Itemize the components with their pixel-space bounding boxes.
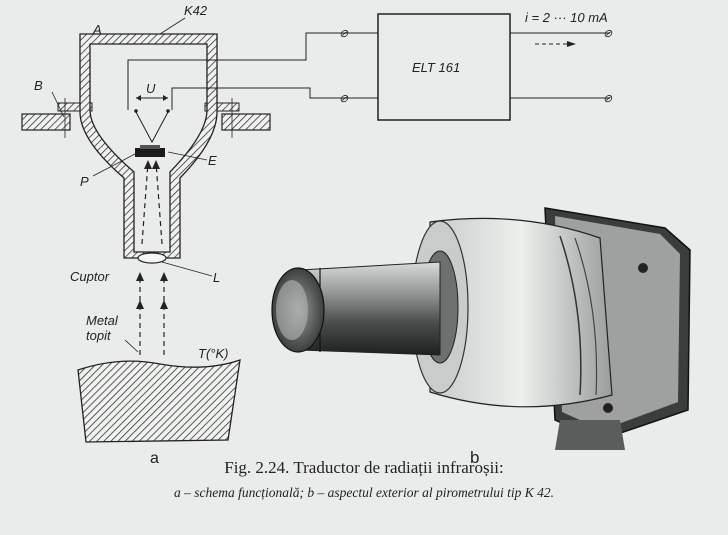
panel-label-a: a	[150, 450, 159, 467]
radiation-rays	[139, 161, 165, 355]
label-e: E	[208, 153, 217, 168]
pyrometer-photo	[271, 207, 691, 450]
label-elt161: ELT 161	[412, 60, 460, 75]
furnace-wall-left	[21, 113, 71, 131]
label-k42: K42	[184, 3, 208, 18]
label-topit: topit	[86, 328, 112, 343]
svg-text:⊘: ⊘	[603, 93, 613, 105]
figure-caption-subtitle: a – schema funcțională; b – aspectul ext…	[173, 485, 555, 500]
molten-metal-bath	[77, 359, 241, 443]
label-current: i = 2 ··· 10 mA	[525, 10, 608, 25]
main-body	[429, 217, 613, 408]
flange-left	[57, 102, 93, 112]
label-l: L	[213, 270, 220, 285]
label-cuptor: Cuptor	[70, 269, 110, 284]
svg-text:⊘: ⊘	[603, 28, 613, 40]
label-b: B	[34, 78, 43, 93]
lens-l	[137, 252, 167, 264]
label-u: U	[146, 81, 156, 96]
label-p: P	[80, 174, 89, 189]
svg-text:⊘: ⊘	[339, 28, 349, 40]
svg-text:⊘: ⊘	[339, 93, 349, 105]
figure-caption-title: Fig. 2.24. Traductor de radiații infraro…	[224, 458, 504, 477]
label-a: A	[92, 22, 102, 37]
flange-right	[204, 102, 240, 112]
detector-element	[135, 148, 165, 157]
furnace-wall-right	[221, 113, 271, 131]
label-metal: Metal	[86, 313, 119, 328]
schematic: ⊘ ⊘ ⊘ ⊘	[21, 13, 613, 443]
wire-top	[127, 32, 378, 110]
elt161-box	[377, 13, 511, 121]
panel-label-b: b	[470, 448, 479, 467]
wire-bottom	[171, 87, 378, 110]
label-temperature: T(°K)	[198, 346, 228, 361]
